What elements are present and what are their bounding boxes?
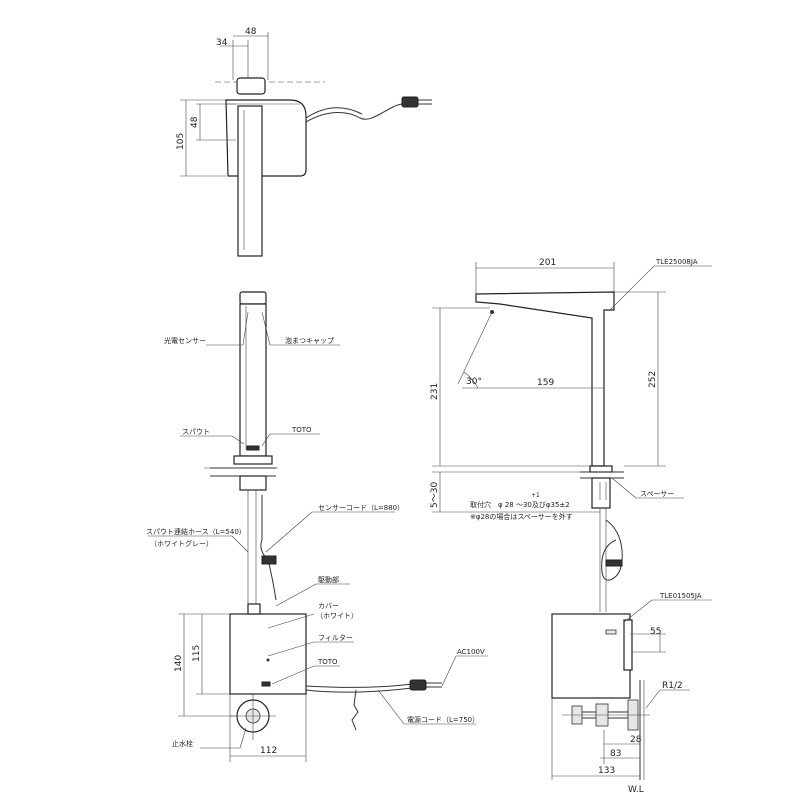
label-spout: スパウト (182, 428, 210, 436)
dim-201: 201 (539, 258, 556, 268)
side-control-box (551, 613, 631, 699)
dim-34: 34 (216, 38, 228, 48)
label-wl: W.L (628, 785, 644, 795)
label-cover: カバー (318, 602, 339, 610)
dim-133: 133 (598, 766, 615, 776)
label-sensor: 光電センサー (164, 336, 206, 345)
front-base (233, 455, 273, 465)
side-base (589, 465, 613, 473)
label-model-faucet: TLE25008JA (655, 258, 698, 266)
dim-28: 28 (630, 735, 642, 745)
label-cover-color: （ホワイト） (316, 612, 358, 620)
dim-112: 112 (260, 746, 277, 756)
label-power: AC100V (457, 648, 485, 656)
label-drive: 駆動部 (318, 575, 339, 584)
dim-55: 55 (650, 627, 661, 637)
dim-140: 140 (174, 655, 184, 672)
side-view: 201 231 252 30° 159 5～30 TLE25008JA スペーサ… (430, 258, 712, 795)
top-view: 34 48 105 48 (176, 27, 432, 257)
side-cord-loop (601, 519, 623, 581)
front-view: 140 115 112 光電センサー 泡まつキャップ スパウト TOTO センサ… (146, 291, 488, 762)
label-brand-box: TOTO (317, 658, 338, 666)
label-stop-valve: 止水栓 (172, 739, 193, 748)
side-shank (591, 477, 611, 509)
label-angle: 30° (466, 377, 482, 387)
control-box (229, 613, 307, 695)
dim-105: 105 (176, 133, 186, 150)
dim-252: 252 (648, 371, 658, 388)
label-filter: フィルター (318, 633, 353, 642)
dim-159: 159 (537, 378, 554, 388)
front-sensor-cord (260, 495, 277, 601)
label-mount-note: ※φ28の場合はスペーサーを外す (470, 512, 573, 521)
label-power-cord: 電源コード（L=750） (407, 715, 479, 724)
dim-231: 231 (430, 383, 440, 400)
label-mount-hole: 取付穴 φ 28 ～30及びφ35±2 (470, 500, 570, 509)
front-plug (409, 679, 427, 691)
front-shank (239, 475, 267, 491)
top-cord (305, 103, 403, 123)
label-spacer: スペーサー (640, 490, 674, 498)
label-model-unit: TLE01505JA (659, 592, 702, 600)
label-hose: スパウト連結ホース（L=540） (146, 527, 246, 536)
front-power-cord (305, 683, 413, 688)
dim-115: 115 (192, 645, 202, 662)
label-pipe: R1/2 (662, 681, 683, 691)
dim-5-30: 5～30 (430, 482, 440, 508)
label-tolerance: +1 (531, 492, 540, 499)
top-knob (236, 77, 266, 95)
front-spout-head (239, 291, 267, 305)
label-hose-color: （ホワイトグレー） (150, 539, 213, 548)
label-cap: 泡まつキャップ (285, 336, 334, 345)
dim-48-side: 48 (190, 116, 200, 128)
dim-83: 83 (610, 749, 621, 759)
top-plug (401, 96, 419, 108)
top-spout (237, 105, 263, 257)
dim-48-top: 48 (245, 27, 257, 37)
label-sensor-cord: センサーコード（L=880） (318, 504, 404, 512)
label-brand-spout: TOTO (291, 426, 312, 434)
toto-mark (246, 445, 260, 451)
front-spout (239, 303, 267, 457)
cord-clip (261, 555, 277, 565)
